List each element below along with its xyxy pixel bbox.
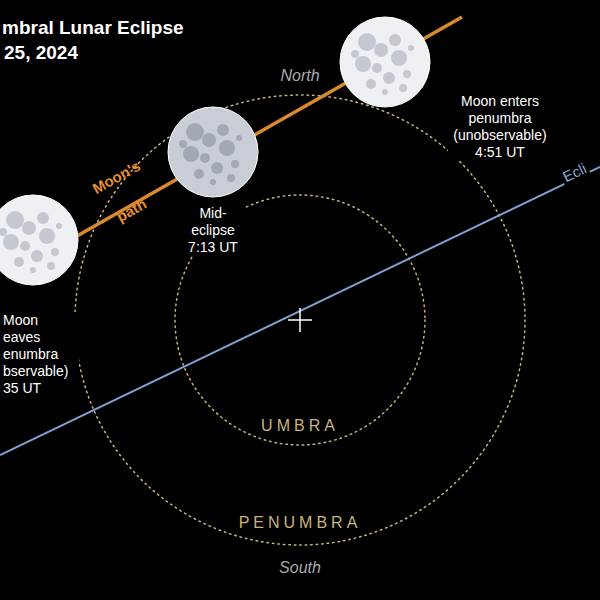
moon-path [70,17,462,240]
direction-label: North [278,66,321,85]
umbra-circle [175,195,425,445]
center-cross [288,308,312,332]
region-label: UMBRA [259,416,341,435]
moon-event-label: Mid-eclipse 7:13 UT [182,205,244,256]
diagram-title: mbral Lunar Eclipse [2,17,184,39]
title-date: 25, 2024 [2,42,80,64]
moon-disc [340,17,430,107]
ecliptic-label: Ecli [558,159,591,188]
path-label: Moon's [88,156,146,199]
moon-event-label: Moon enters penumbra (unobservable) 4:51… [448,93,552,161]
moon-disc [0,195,78,285]
penumbra-circle [75,95,525,545]
ecliptic-line [0,167,600,455]
path-label: path [112,194,152,227]
moon-disc [168,107,258,197]
moon-event-label: Moon eaves enumbra bservable) 35 UT [1,312,79,397]
region-label: PENUMBRA [237,513,364,532]
direction-label: South [277,558,323,577]
